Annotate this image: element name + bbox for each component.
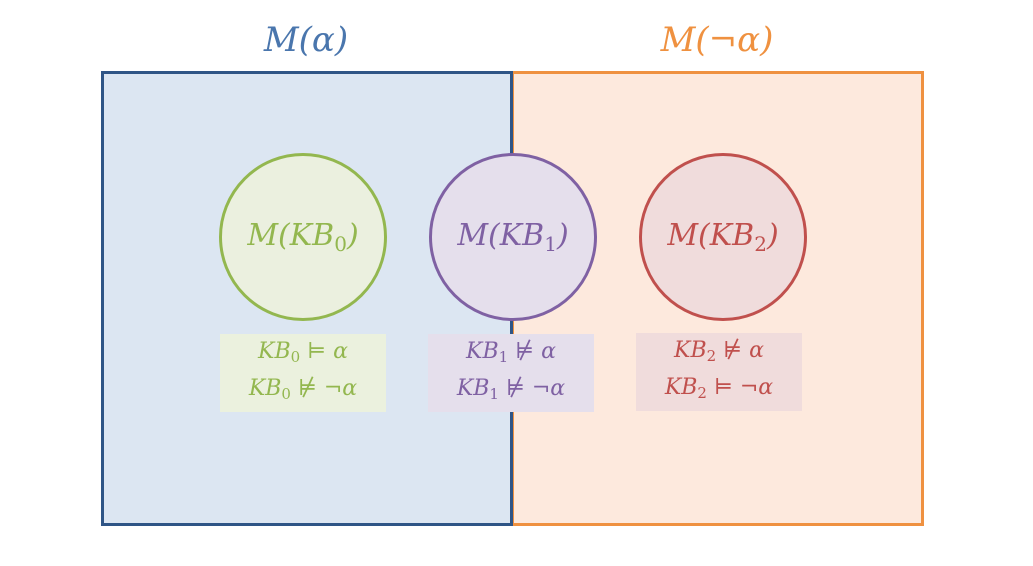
kb2-entails-not-alpha: KB2 ⊨ ¬α [664,375,774,402]
kb1-entailment-box: KB1 ⊭ α KB1 ⊭ ¬α [428,334,594,412]
models-kb0-circle: M(KB0) [219,153,387,321]
circle-kb0-label: M(KB0) [247,218,359,256]
circle-kb1-label: M(KB1) [457,218,569,256]
models-kb1-circle: M(KB1) [429,153,597,321]
models-alpha-title: M(α) [263,20,349,60]
kb1-not-entails-not-alpha: KB1 ⊭ ¬α [456,376,566,403]
models-kb2-circle: M(KB2) [639,153,807,321]
kb2-entailment-box: KB2 ⊭ α KB2 ⊨ ¬α [636,333,802,411]
kb1-not-entails-alpha: KB1 ⊭ α [466,339,556,366]
kb0-entails-alpha: KB0 ⊨ α [258,339,348,366]
models-not-alpha-title: M(¬α) [660,20,774,60]
kb0-not-entails-not-alpha: KB0 ⊭ ¬α [248,376,358,403]
circle-kb2-label: M(KB2) [667,218,779,256]
kb0-entailment-box: KB0 ⊨ α KB0 ⊭ ¬α [220,334,386,412]
kb2-not-entails-alpha: KB2 ⊭ α [674,338,764,365]
